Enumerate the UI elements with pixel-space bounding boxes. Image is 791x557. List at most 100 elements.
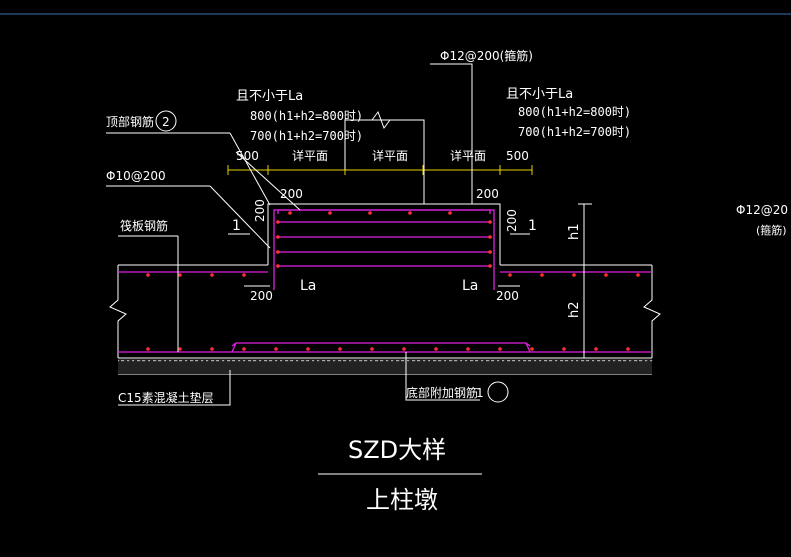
hatch-speck (418, 360, 420, 362)
hatch-speck (451, 360, 453, 362)
rebar-dot (572, 273, 576, 277)
hatch-speck (174, 360, 176, 362)
rebar-dot (508, 273, 512, 277)
hatch-speck (444, 360, 446, 362)
hatch-speck (646, 360, 648, 362)
hatch-speck (239, 360, 241, 362)
rebar-dot (178, 273, 182, 277)
rebar-dot (498, 347, 502, 351)
hatch-speck (228, 360, 230, 362)
hatch-speck (650, 360, 652, 362)
hatch-speck (624, 360, 626, 362)
hatch-speck (599, 360, 601, 362)
rebar-dot (488, 220, 492, 224)
hatch-speck (488, 360, 490, 362)
hatch-speck (122, 360, 124, 362)
hatch-speck (328, 360, 330, 362)
hatch-speck (534, 360, 536, 362)
hatch-speck (604, 360, 606, 362)
hatch-speck (249, 360, 251, 362)
hatch-speck (176, 360, 178, 362)
hatch-speck (285, 360, 287, 362)
hatch-speck (565, 360, 567, 362)
hatch-speck (635, 360, 637, 362)
drawing-title: SZD大样 (348, 436, 446, 464)
hatch-speck (475, 360, 477, 362)
hatch-speck (296, 360, 298, 362)
hatch-speck (312, 360, 314, 362)
hatch-speck (586, 360, 588, 362)
hatch-speck (471, 360, 473, 362)
hatch-speck (138, 360, 140, 362)
hatch-speck (625, 360, 627, 362)
hatch-speck (382, 360, 384, 362)
hatch-speck (216, 360, 218, 362)
dim-200-top-right: 200 (476, 187, 499, 201)
hatch-speck (588, 360, 590, 362)
rebar-dot (276, 264, 280, 268)
hatch-speck (303, 360, 305, 362)
hatch-speck (581, 360, 583, 362)
hatch-speck (190, 360, 192, 362)
hatch-speck (417, 360, 419, 362)
top-rebar-label: 顶部钢筋 (106, 114, 154, 129)
hatch-speck (402, 360, 404, 362)
bottom-rebar-number: 1 (476, 386, 484, 400)
hatch-speck (651, 360, 653, 362)
hatch-speck (456, 360, 458, 362)
rebar-dot (370, 347, 374, 351)
hatch-speck (551, 360, 553, 362)
rebar-dot (146, 273, 150, 277)
hatch-speck (545, 360, 547, 362)
hatch-speck (641, 360, 643, 362)
hatch-speck (185, 360, 187, 362)
hatch-speck (440, 360, 442, 362)
hatch-speck (609, 360, 611, 362)
hatch-speck (555, 360, 557, 362)
hatch-speck (535, 360, 537, 362)
hatch-speck (137, 360, 139, 362)
hatch-speck (401, 360, 403, 362)
hatch-speck (397, 360, 399, 362)
la-note-right-line2: 700(h1+h2=700时) (518, 125, 631, 139)
dim-200-top-left: 200 (280, 187, 303, 201)
hatch-speck (149, 360, 151, 362)
hatch-speck (217, 360, 219, 362)
hatch-speck (576, 360, 578, 362)
hatch-speck (472, 360, 474, 362)
hatch-speck (560, 360, 562, 362)
hatch-speck (186, 360, 188, 362)
note-stirrup-right-1: Φ12@20 (736, 203, 788, 217)
rebar-dot (626, 347, 630, 351)
hatch-speck (566, 360, 568, 362)
hatch-speck (461, 360, 463, 362)
hatch-speck (323, 360, 325, 362)
rebar-dot (338, 347, 342, 351)
hatch-speck (291, 360, 293, 362)
hatch-speck (307, 360, 309, 362)
hatch-speck (529, 360, 531, 362)
la-note-right-title: 且不小于La (506, 87, 573, 102)
hatch-speck (153, 360, 155, 362)
hatch-speck (179, 360, 181, 362)
rebar-dot (274, 347, 278, 351)
hatch-speck (207, 360, 209, 362)
rebar-dot (466, 347, 470, 351)
hatch-speck (196, 360, 198, 362)
hatch-speck (158, 360, 160, 362)
hatch-speck (354, 360, 356, 362)
hatch-speck (439, 360, 441, 362)
hatch-speck (623, 360, 625, 362)
hatch-speck (571, 360, 573, 362)
hatch-speck (491, 360, 493, 362)
hatch-speck (181, 360, 183, 362)
rebar-dot (242, 273, 246, 277)
la-note-left-line1: 800(h1+h2=800时) (250, 109, 363, 123)
hatch-speck (313, 360, 315, 362)
rebar-dot (210, 347, 214, 351)
rebar-dot (434, 347, 438, 351)
hatch-speck (155, 360, 157, 362)
hatch-speck (301, 360, 303, 362)
